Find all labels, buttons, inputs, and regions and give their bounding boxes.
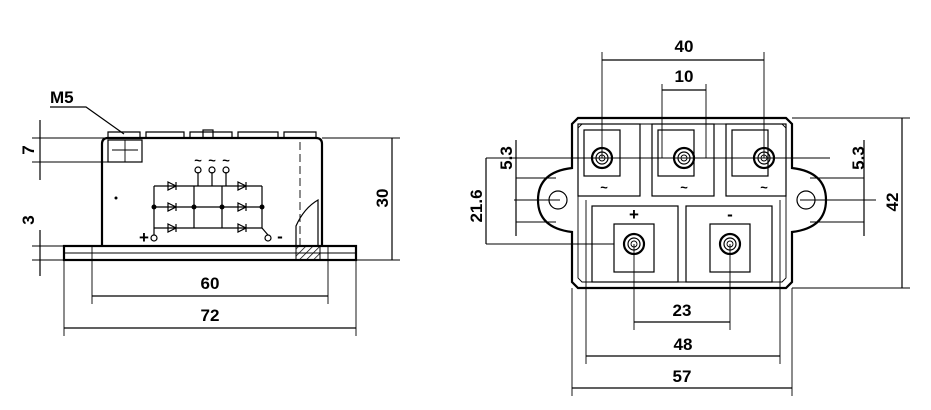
terminal-pocket xyxy=(685,205,773,283)
dim-pitch-top: 10 xyxy=(675,67,694,86)
side-view: ~ ~ ~ + - M5 7 3 30 60 72 xyxy=(19,88,400,336)
ac-symbol: ~ xyxy=(222,153,230,168)
section-outline xyxy=(295,198,319,247)
ac-terminal-mark: ~ xyxy=(760,180,768,195)
dim-body-length: 60 xyxy=(201,274,220,293)
dim-total-length: 72 xyxy=(201,306,220,325)
dim-total-height: 30 xyxy=(373,189,392,208)
dim-width-top: 40 xyxy=(675,37,694,56)
minus-terminal-mark: - xyxy=(727,205,733,224)
thread-label: M5 xyxy=(50,88,74,107)
terminal-pocket xyxy=(577,123,641,197)
dim-mount-distance: 48 xyxy=(674,335,693,354)
terminal-node xyxy=(264,234,272,242)
diode-symbol xyxy=(167,181,178,191)
terminal-tops xyxy=(107,131,317,138)
plus-terminal-mark: + xyxy=(629,205,639,224)
diode-symbol xyxy=(167,223,178,233)
dim-pitch-bottom: 23 xyxy=(673,301,692,320)
ac-symbol: ~ xyxy=(194,153,202,168)
terminal-pocket xyxy=(651,123,715,197)
terminal-node xyxy=(208,166,216,174)
bridge-schematic xyxy=(114,166,272,242)
diode-symbol xyxy=(237,202,248,212)
diode-symbol xyxy=(237,181,248,191)
center-tab xyxy=(202,129,214,139)
diode-symbol xyxy=(167,202,178,212)
terminal-node xyxy=(194,166,202,174)
thread-leader xyxy=(50,106,125,135)
dim-hole-height: 21.6 xyxy=(467,189,486,222)
dim-base-thickness: 3 xyxy=(19,215,38,224)
top-view: ~ ~ ~ + - 40 10 5.3 xyxy=(467,37,910,396)
ac-terminal-mark: ~ xyxy=(680,180,688,195)
dim-total-width: 57 xyxy=(673,367,692,386)
ac-symbol: ~ xyxy=(208,153,216,168)
terminal-node xyxy=(150,234,158,242)
ac-terminal-mark: ~ xyxy=(600,180,608,195)
dim-total-height: 42 xyxy=(883,193,902,212)
minus-symbol: - xyxy=(277,227,283,246)
dim-height-top: 7 xyxy=(19,145,38,154)
diode-symbol xyxy=(237,223,248,233)
terminal-pocket xyxy=(725,123,787,197)
terminal-node xyxy=(222,166,230,174)
hatched-section xyxy=(295,245,321,261)
dim-right-offset: 5.3 xyxy=(849,146,868,170)
top-body-outline xyxy=(536,116,828,290)
plus-symbol: + xyxy=(139,228,149,247)
